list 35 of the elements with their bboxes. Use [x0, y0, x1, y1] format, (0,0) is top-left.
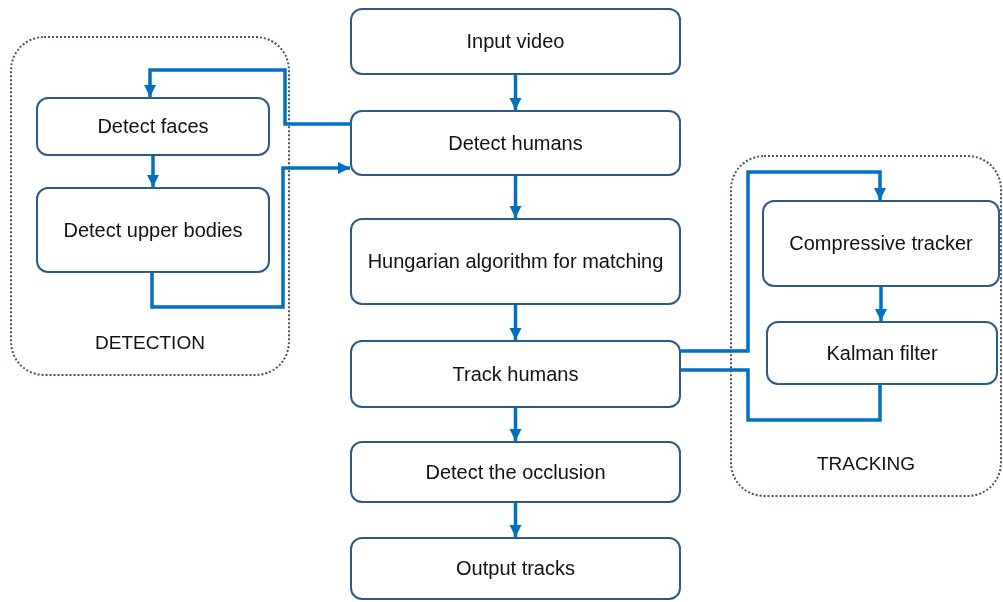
process-box	[350, 340, 681, 408]
connector-line	[681, 368, 882, 422]
group-outline	[10, 36, 290, 376]
process-label: Detect humans	[448, 130, 583, 156]
group-outline	[730, 155, 1002, 497]
process-label: Detect the occlusion	[425, 459, 606, 485]
process-box	[350, 110, 681, 176]
process-label: Input video	[466, 29, 565, 54]
process-box	[36, 97, 270, 156]
process-label: Compressive tracker	[789, 231, 973, 256]
process-label: Detect faces	[97, 114, 209, 139]
arrow	[509, 176, 522, 218]
process-label: Output tracks	[456, 556, 575, 581]
process-label: Track humans	[452, 361, 579, 387]
arrow	[509, 408, 522, 441]
process-label: Kalman filter	[826, 340, 938, 366]
process-box	[766, 321, 998, 385]
group-title: TRACKING	[815, 453, 917, 475]
process-box	[350, 8, 681, 75]
process-label: Hungarian algorithm for matching	[367, 249, 664, 274]
arrow	[509, 503, 522, 537]
arrow	[681, 170, 886, 353]
arrow	[509, 305, 522, 340]
process-label: Detect upper bodies	[63, 217, 243, 243]
arrow	[144, 68, 350, 126]
arrow	[150, 162, 350, 309]
arrow	[147, 156, 159, 187]
process-box	[350, 218, 681, 305]
process-box	[762, 200, 1000, 287]
process-box	[350, 441, 681, 503]
process-box	[350, 537, 681, 600]
process-box	[36, 187, 270, 273]
arrow	[875, 287, 887, 321]
group-title: DETECTION	[94, 332, 206, 354]
arrow	[509, 75, 522, 110]
